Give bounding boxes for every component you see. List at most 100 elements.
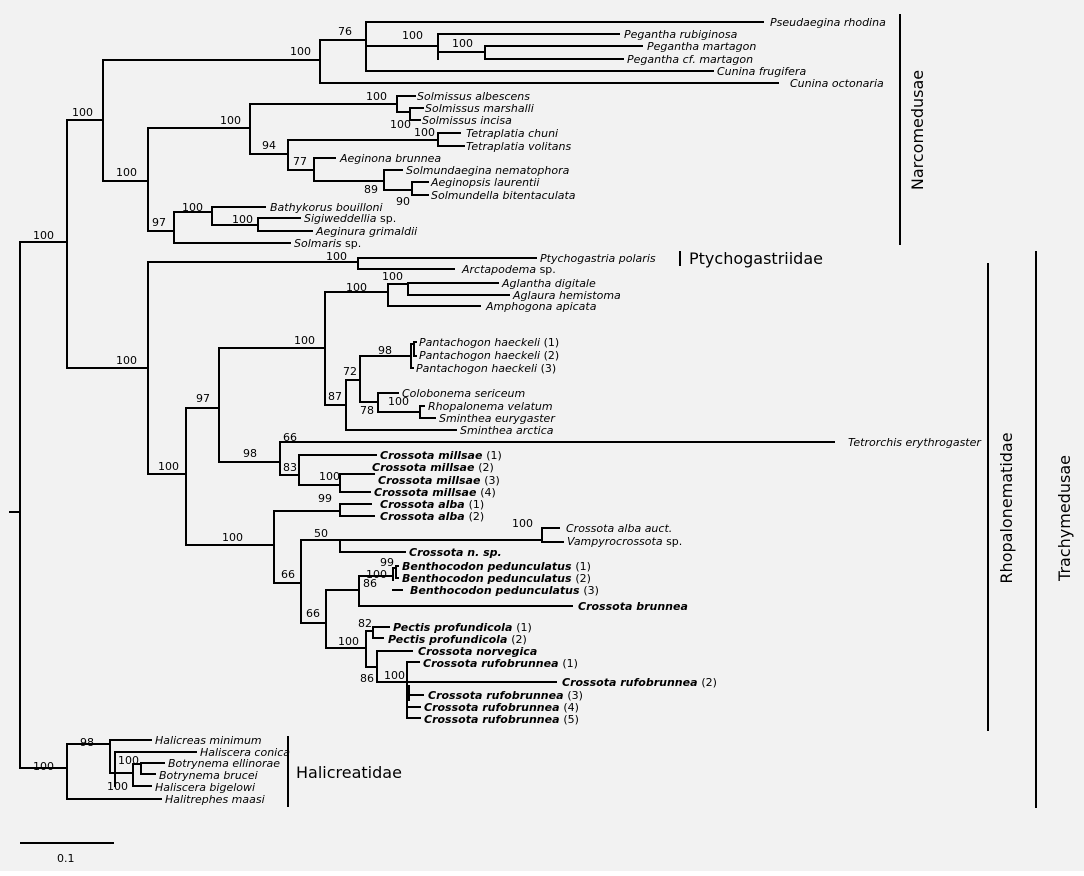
taxon-label: Crossota millsae (2) [372,461,494,474]
support-value: 89 [364,183,378,196]
support-value: 100 [366,568,387,581]
taxon-label: Crossota n. sp. [409,546,502,559]
support-value: 100 [338,635,359,648]
taxon-label: Crossota rufobrunnea (3) [428,689,583,702]
taxon-label: Ptychogastria polaris [540,252,656,265]
trachymedusae-label: Trachymedusae [1055,455,1074,582]
ptychogastriidae-label: Ptychogastriidae [689,249,823,268]
taxon-label: Benthocodon pedunculatus (2) [402,572,591,585]
taxon-label: Solmaris sp. [294,237,361,250]
taxon-label: Haliscera bigelowi [155,781,255,794]
bootstrap-values: 100 100 100 100 76 100 100 100 100 100 1… [33,25,533,793]
support-value: 100 [382,270,403,283]
taxon-label: Amphogona apicata [485,300,597,313]
support-value: 82 [358,617,372,630]
taxon-label: Crossota rufobrunnea (4) [424,701,579,714]
support-value: 100 [390,118,411,131]
support-value: 100 [294,334,315,347]
support-value: 97 [196,392,210,405]
taxon-label: Solmissus albescens [417,90,530,103]
support-value: 100 [107,780,128,793]
taxon-label: Solmissus marshalli [425,102,534,115]
taxon-label: Aeginura grimaldii [315,225,417,238]
taxon-label: Crossota alba (2) [380,510,484,523]
taxon-label: Aglantha digitale [501,277,596,290]
taxon-label: Halicreas minimum [155,734,262,747]
support-value: 76 [338,25,352,38]
support-value: 100 [116,166,137,179]
taxon-label: Solmundaegina nematophora [406,164,570,177]
support-value: 100 [116,354,137,367]
support-value: 87 [328,390,342,403]
support-value: 50 [314,527,328,540]
support-value: 72 [343,365,357,378]
taxon-label: Colobonema sericeum [402,387,525,400]
support-value: 98 [80,736,94,749]
support-value: 100 [290,45,311,58]
support-value: 100 [346,281,367,294]
support-value: 78 [360,404,374,417]
taxon-label: Aeginopsis laurentii [430,176,540,189]
taxon-label: Solmundella bitentaculata [431,189,576,202]
taxon-label: Pantachogon haeckeli (3) [416,362,556,375]
support-value: 99 [318,492,332,505]
taxon-label: Benthocodon pedunculatus (1) [402,560,591,573]
taxon-label: Crossota rufobrunnea (1) [423,657,578,670]
taxon-label: Sminthea arctica [460,424,554,437]
taxon-label: Pantachogon haeckeli (1) [419,336,559,349]
taxon-label: Bathykorus bouilloni [270,201,383,214]
taxon-label: Sminthea eurygaster [439,412,556,425]
taxon-label: Cunina octonaria [790,77,884,90]
taxon-label: Pectis profundicola (2) [388,633,527,646]
support-value: 100 [326,250,347,263]
support-value: 98 [378,344,392,357]
taxon-label: Crossota millsae (1) [380,449,502,462]
taxon-label: Aglaura hemistoma [512,289,621,302]
taxon-label: Pectis profundicola (1) [393,621,532,634]
taxon-label: Aeginona brunnea [339,152,441,165]
support-value: 66 [283,431,297,444]
taxon-labels: Pseudaegina rhodina Pegantha rubiginosa … [155,16,982,806]
taxon-label: Haliscera conica [200,746,290,759]
support-value: 100 [158,460,179,473]
support-value: 98 [243,447,257,460]
support-value: 100 [220,114,241,127]
support-value: 97 [152,216,166,229]
rhopalonematidae-label: Rhopalonematidae [997,432,1016,583]
tree-branches [9,21,835,800]
support-value: 77 [293,155,307,168]
support-value: 100 [182,201,203,214]
taxon-label: Crossota norvegica [418,645,537,658]
scale-bar: 0.1 [20,842,114,865]
taxon-label: Pantachogon haeckeli (2) [419,349,559,362]
support-value: 100 [222,531,243,544]
taxon-label: Cunina frugifera [717,65,806,78]
support-value: 100 [72,106,93,119]
taxon-label: Arctapodema sp. [461,263,556,276]
support-value: 66 [306,607,320,620]
support-value: 94 [262,139,276,152]
support-value: 100 [512,517,533,530]
scale-bar-label: 0.1 [57,852,75,865]
taxon-label: Crossota millsae (3) [378,474,500,487]
support-value: 100 [366,90,387,103]
support-value: 100 [388,395,409,408]
support-value: 83 [283,461,297,474]
halicreatidae-label: Halicreatidae [296,763,402,782]
support-value: 99 [380,556,394,569]
support-value: 86 [360,672,374,685]
support-value: 100 [414,126,435,139]
taxon-label: Solmissus incisa [422,114,512,127]
support-value: 100 [402,29,423,42]
taxon-label: Sigiweddellia sp. [304,212,396,225]
taxon-label: Pegantha martagon [647,40,756,53]
taxon-label: Benthocodon pedunculatus (3) [410,584,599,597]
support-value: 100 [319,470,340,483]
clade-annotations: Narcomedusae Ptychogastriidae Rhopalonem… [287,14,1074,808]
taxon-label: Crossota alba (1) [380,498,484,511]
taxon-label: Crossota alba auct. [566,522,672,535]
support-value: 100 [384,669,405,682]
support-value: 90 [396,195,410,208]
